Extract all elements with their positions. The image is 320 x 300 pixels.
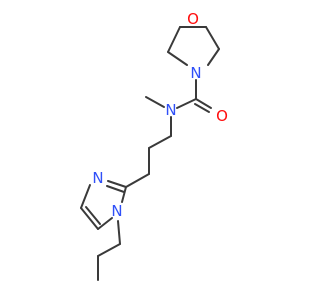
morpholine-oxygen-label: O bbox=[187, 10, 199, 28]
morpholine-ring bbox=[167, 26, 220, 66]
bond bbox=[205, 26, 220, 50]
imidazole-n1-label: N bbox=[111, 202, 122, 220]
amide-nitrogen-label: N bbox=[165, 101, 176, 119]
bond bbox=[97, 243, 121, 257]
bond bbox=[167, 26, 181, 53]
molecule-structure: O N O N N N bbox=[80, 10, 228, 281]
bond bbox=[80, 207, 99, 230]
bond bbox=[148, 135, 172, 149]
bond bbox=[121, 186, 127, 203]
bond bbox=[145, 96, 165, 108]
bond bbox=[117, 220, 121, 245]
bond bbox=[107, 180, 127, 188]
carbonyl-double-bond bbox=[194, 98, 212, 113]
carbonyl-oxygen-label: O bbox=[216, 107, 228, 125]
bond bbox=[194, 103, 210, 113]
imidazole-n3-label: N bbox=[92, 169, 103, 187]
bond bbox=[207, 48, 220, 66]
bond bbox=[167, 51, 188, 66]
bond bbox=[106, 185, 125, 193]
bond bbox=[195, 98, 212, 109]
imidazole-ring bbox=[80, 180, 127, 230]
bond bbox=[80, 184, 91, 209]
bond bbox=[125, 173, 150, 188]
bond bbox=[176, 98, 197, 109]
morpholine-nitrogen-label: N bbox=[190, 64, 201, 82]
bond bbox=[97, 217, 113, 230]
bond bbox=[85, 206, 101, 225]
